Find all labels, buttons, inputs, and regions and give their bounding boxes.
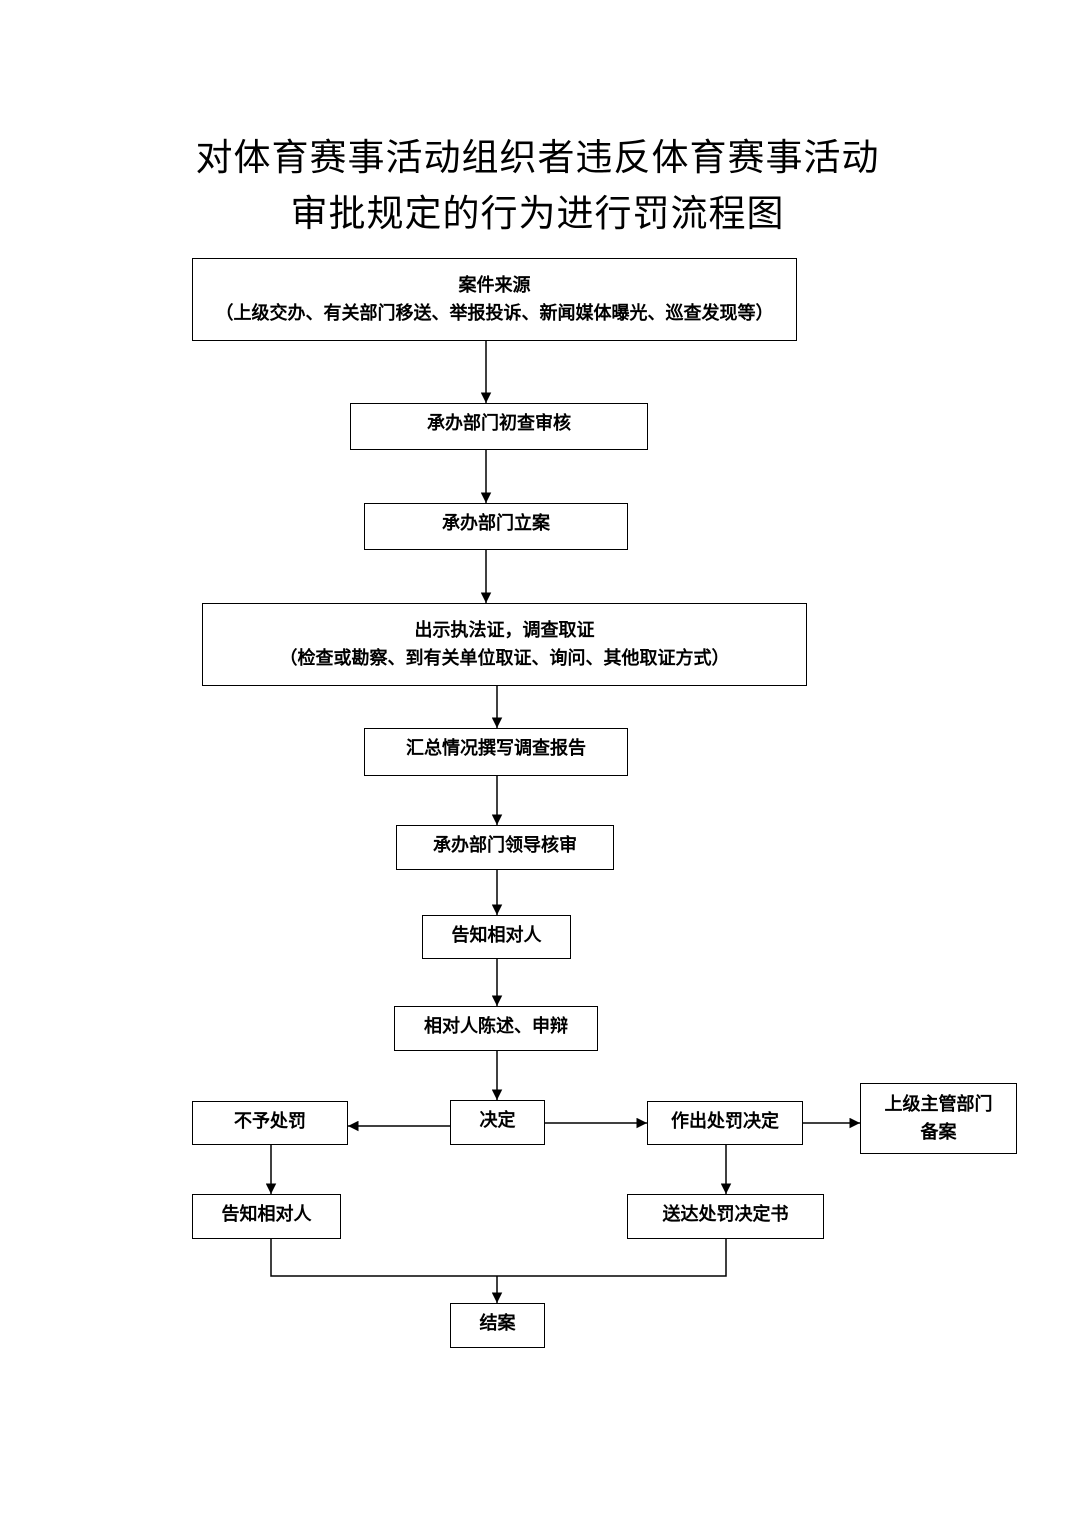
node-superior-filing-line2: 备案 xyxy=(920,1121,957,1143)
node-close-case: 结案 xyxy=(450,1303,545,1348)
merge-line-to-close xyxy=(270,1239,727,1277)
node-investigation-title: 出示执法证，调查取证 xyxy=(414,619,595,641)
node-make-penalty: 作出处罚决定 xyxy=(647,1101,803,1145)
node-notify-party: 告知相对人 xyxy=(422,915,571,959)
node-decision-label: 决定 xyxy=(479,1110,516,1131)
node-report-label: 汇总情况撰写调查报告 xyxy=(406,738,586,759)
node-deliver-decision: 送达处罚决定书 xyxy=(627,1194,824,1239)
node-initial-review-label: 承办部门初查审核 xyxy=(427,413,571,434)
node-register-case-label: 承办部门立案 xyxy=(442,513,550,534)
node-case-source-detail: （上级交办、有关部门移送、举报投诉、新闻媒体曝光、巡查发现等） xyxy=(215,302,774,324)
node-decision: 决定 xyxy=(450,1100,545,1145)
node-statement-label: 相对人陈述、申辩 xyxy=(424,1016,568,1037)
node-leader-review-label: 承办部门领导核审 xyxy=(433,835,577,856)
node-superior-filing: 上级主管部门 备案 xyxy=(860,1083,1017,1154)
node-initial-review: 承办部门初查审核 xyxy=(350,403,648,450)
node-no-penalty-label: 不予处罚 xyxy=(234,1111,306,1132)
node-notify-party-2-label: 告知相对人 xyxy=(221,1204,312,1225)
node-notify-party-label: 告知相对人 xyxy=(451,925,542,946)
node-notify-party-2: 告知相对人 xyxy=(192,1194,341,1239)
node-investigation-detail: （检查或勘察、到有关单位取证、询问、其他取证方式） xyxy=(279,647,730,669)
node-make-penalty-label: 作出处罚决定 xyxy=(671,1111,779,1132)
node-statement: 相对人陈述、申辩 xyxy=(394,1006,598,1051)
page-title-line-2: 审批规定的行为进行罚流程图 xyxy=(290,192,785,235)
node-no-penalty: 不予处罚 xyxy=(192,1101,348,1145)
node-close-case-label: 结案 xyxy=(479,1313,516,1334)
node-superior-filing-line1: 上级主管部门 xyxy=(884,1093,993,1115)
node-case-source: 案件来源 （上级交办、有关部门移送、举报投诉、新闻媒体曝光、巡查发现等） xyxy=(192,258,797,341)
page-title-line-1: 对体育赛事活动组织者违反体育赛事活动 xyxy=(195,136,880,179)
node-deliver-decision-label: 送达处罚决定书 xyxy=(662,1204,789,1225)
node-leader-review: 承办部门领导核审 xyxy=(396,825,614,870)
node-investigation: 出示执法证，调查取证 （检查或勘察、到有关单位取证、询问、其他取证方式） xyxy=(202,603,807,686)
node-report: 汇总情况撰写调查报告 xyxy=(364,728,628,776)
node-register-case: 承办部门立案 xyxy=(364,503,628,550)
node-case-source-title: 案件来源 xyxy=(458,274,531,296)
